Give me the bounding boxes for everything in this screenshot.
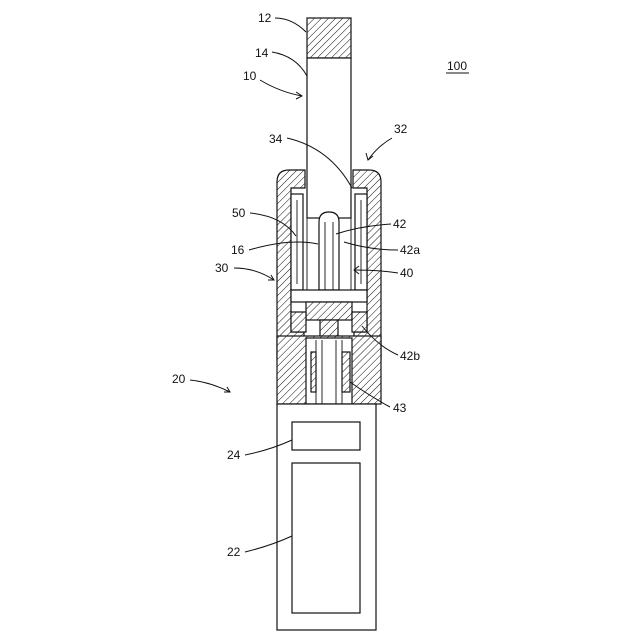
- wire-left: [311, 352, 316, 392]
- stick-body-14: [307, 58, 351, 218]
- connector-block: [277, 336, 381, 404]
- label-42: 42: [393, 217, 407, 231]
- label-12: 12: [258, 11, 272, 25]
- wire-right: [342, 352, 350, 392]
- label-10: 10: [243, 69, 257, 83]
- stick-tip-12: [307, 18, 351, 58]
- battery-22: [292, 463, 360, 613]
- label-30: 30: [215, 261, 229, 275]
- label-42a: 42a: [400, 243, 420, 257]
- base-frame: [291, 290, 367, 302]
- label-20: 20: [172, 372, 186, 386]
- controller-24: [292, 422, 360, 450]
- heater-pin-42: [319, 212, 339, 290]
- mount-left: [291, 312, 306, 332]
- label-50: 50: [232, 206, 246, 220]
- label-16: 16: [231, 243, 245, 257]
- label-32: 32: [394, 122, 408, 136]
- label-34: 34: [269, 132, 283, 146]
- label-42b: 42b: [400, 349, 420, 363]
- consumable-stick: [307, 18, 351, 218]
- pin-stem: [320, 320, 338, 338]
- pin-base-42b: [306, 302, 352, 320]
- label-24: 24: [227, 448, 241, 462]
- figure-number: 100: [447, 59, 467, 73]
- label-22: 22: [227, 545, 241, 559]
- power-unit: [277, 404, 376, 630]
- label-14: 14: [255, 46, 269, 60]
- label-43: 43: [393, 401, 407, 415]
- label-40: 40: [400, 266, 414, 280]
